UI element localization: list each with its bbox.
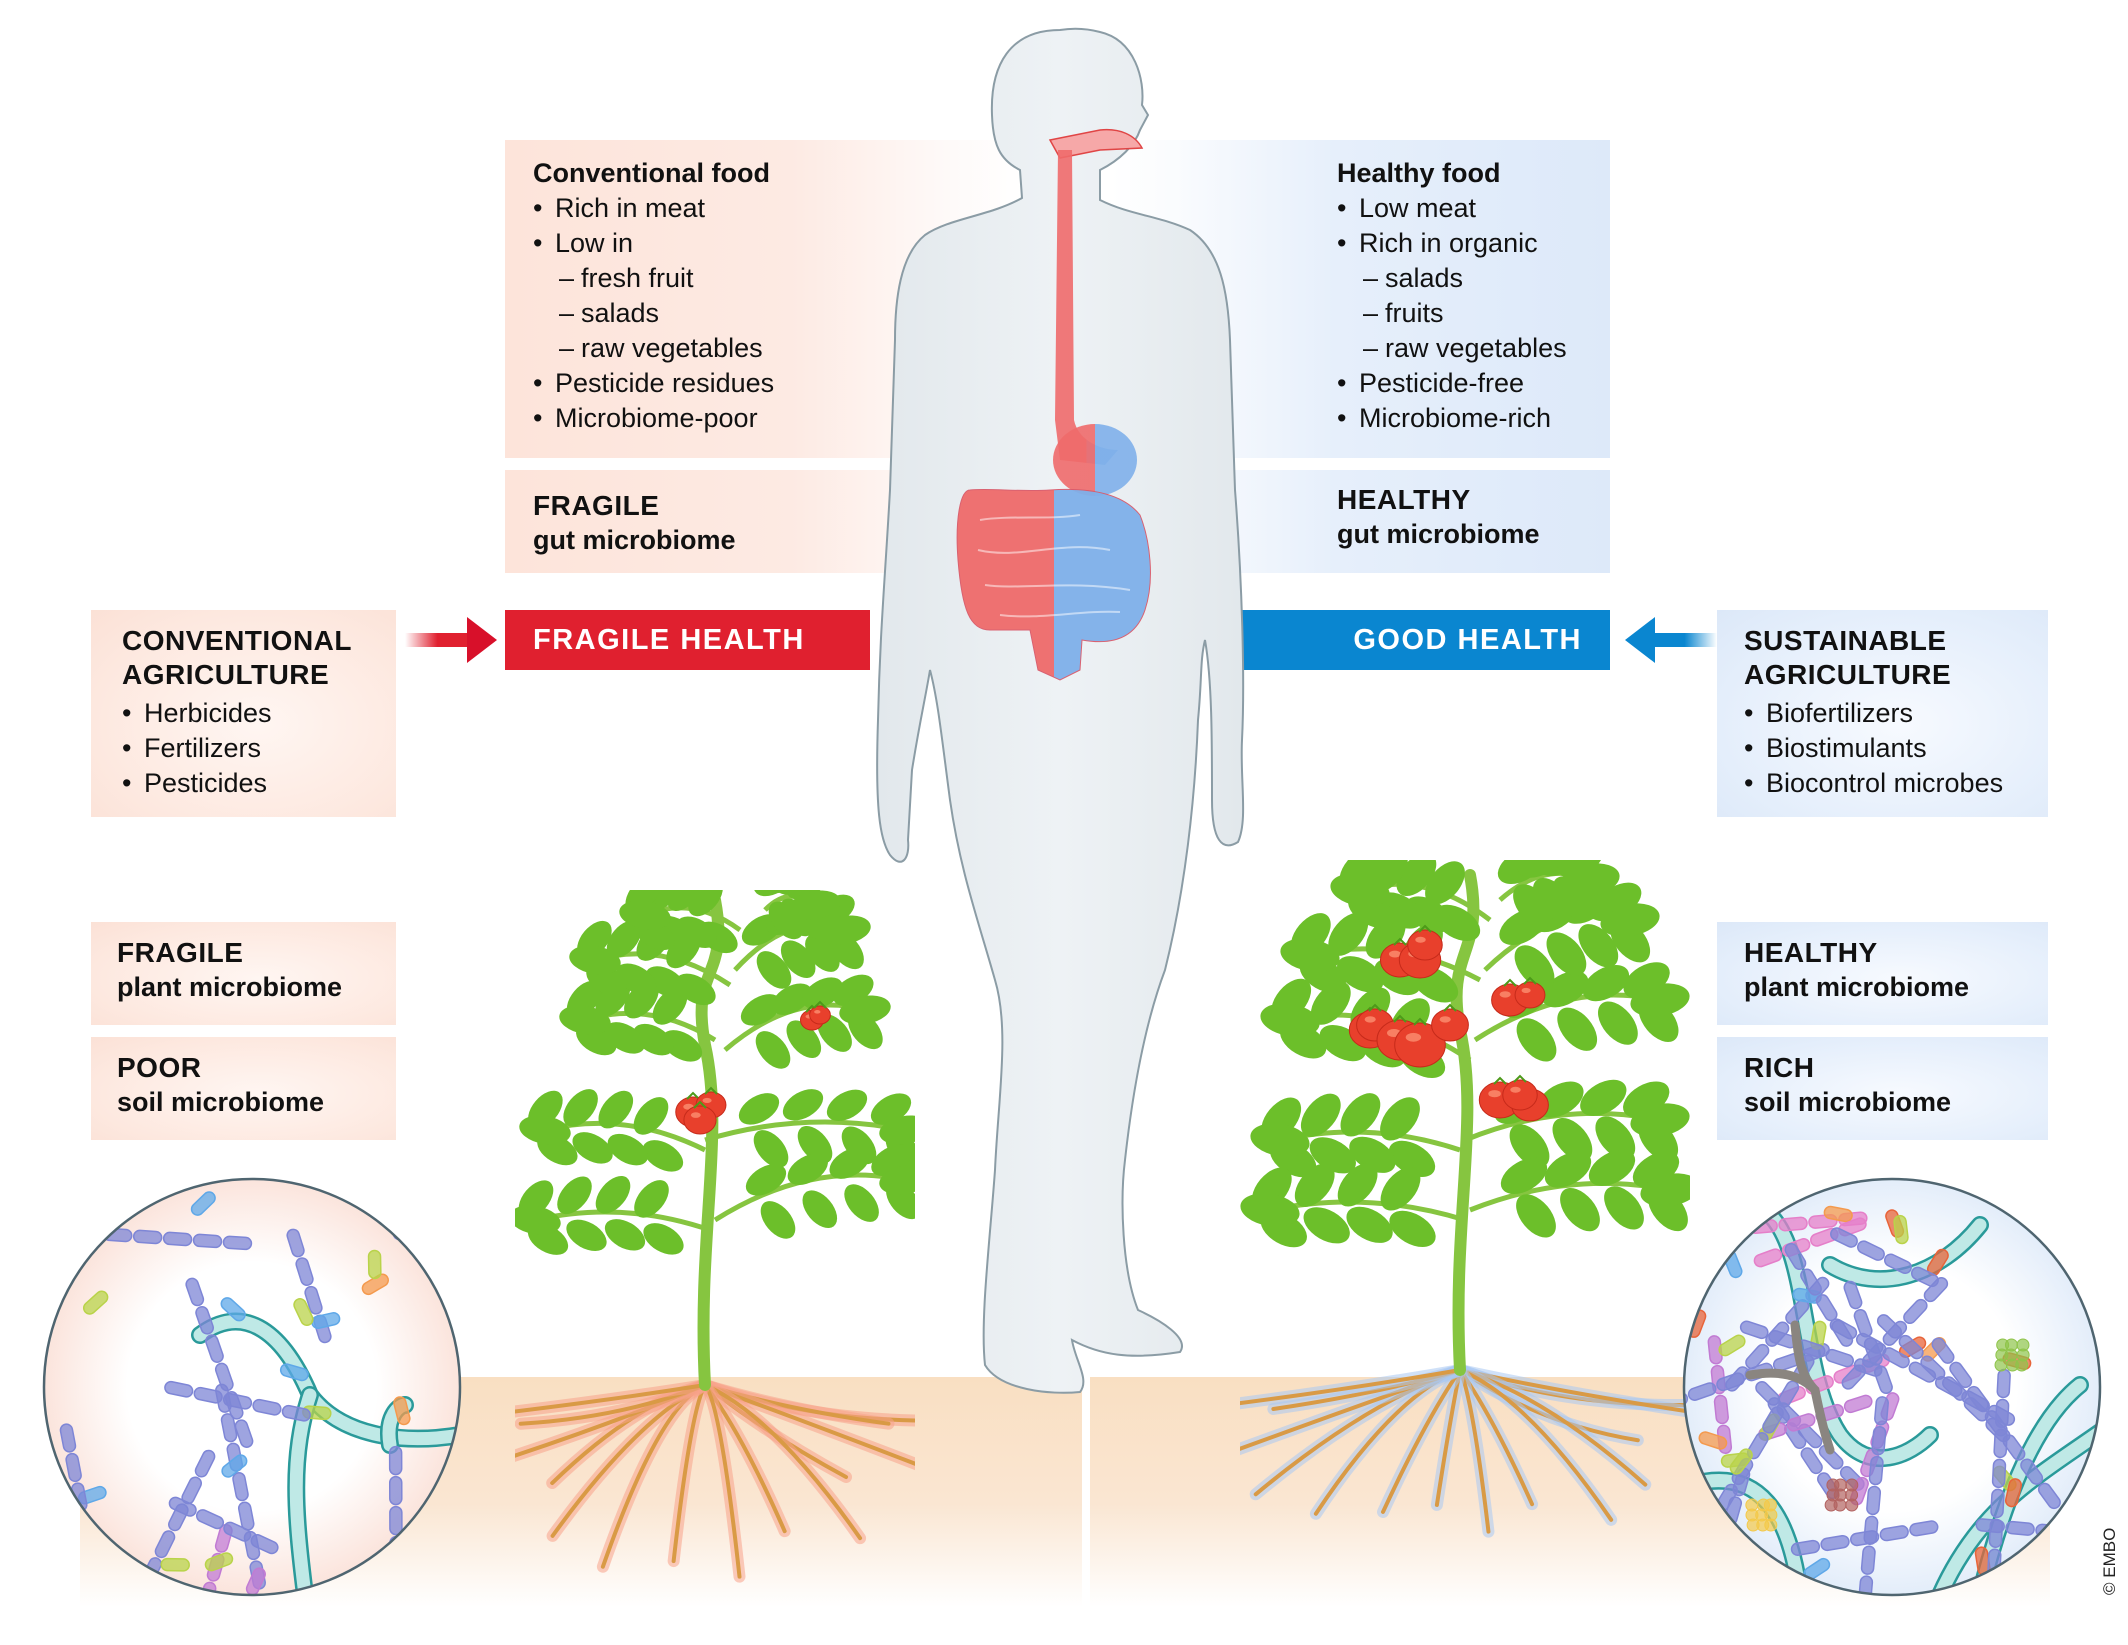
conventional-food-title: Conventional food <box>533 158 770 188</box>
rich-soil-title: RICH <box>1744 1052 1815 1083</box>
stomach <box>1053 424 1137 496</box>
rich-soil-microbe-circle <box>1682 1177 2102 1597</box>
fragile-plant-title: FRAGILE <box>117 937 244 968</box>
conventional-agriculture-box: CONVENTIONAL AGRICULTURE HerbicidesFerti… <box>91 610 396 817</box>
poor-soil-microbe-circle <box>42 1177 462 1597</box>
food-bullet-item: Microbiome-poor <box>533 401 1025 436</box>
sustainable-agriculture-box: SUSTAINABLE AGRICULTURE BiofertilizersBi… <box>1717 610 2048 817</box>
healthy-plant-subtitle: plant microbiome <box>1744 972 1970 1002</box>
stem <box>695 894 725 1391</box>
tomato-plant-conventional <box>515 890 915 1583</box>
good-health-banner: GOOD HEALTH <box>1237 610 1610 670</box>
poor-soil-subtitle: soil microbiome <box>117 1087 325 1117</box>
mouth-cavity <box>1048 128 1144 159</box>
human-figure-illustration <box>876 27 1245 1394</box>
arrow-right-icon <box>405 617 497 663</box>
healthy-plant-microbiome-box: HEALTHY plant microbiome <box>1717 922 2048 1025</box>
conventional-agriculture-title-1: CONVENTIONAL <box>122 625 352 656</box>
healthy-food-title: Healthy food <box>1337 158 1501 188</box>
agriculture-item: Pesticides <box>122 766 396 801</box>
food-bullet-item: Pesticide residues <box>533 366 1025 401</box>
esophagus <box>1055 150 1118 465</box>
fragile-gut-title: FRAGILE <box>533 490 660 521</box>
sustainable-agriculture-list: BiofertilizersBiostimulantsBiocontrol mi… <box>1744 696 2048 801</box>
fragile-health-banner: FRAGILE HEALTH <box>505 610 870 670</box>
body-silhouette <box>876 27 1245 1394</box>
food-sub-item: fruits <box>1337 296 1610 331</box>
agriculture-item: Biofertilizers <box>1744 696 2048 731</box>
agriculture-item: Biocontrol microbes <box>1744 766 2048 801</box>
poor-soil-microbiome-box: POOR soil microbiome <box>91 1037 396 1140</box>
agriculture-item: Biostimulants <box>1744 731 2048 766</box>
food-bullet-item: Rich in organic <box>1337 226 1610 261</box>
fragile-health-label: FRAGILE HEALTH <box>533 623 805 656</box>
roots <box>1240 1364 1690 1538</box>
healthy-gut-subtitle: gut microbiome <box>1337 519 1540 549</box>
poor-soil-title: POOR <box>117 1052 202 1083</box>
tomato-plant-sustainable <box>1240 860 1690 1538</box>
conventional-agriculture-title-2: AGRICULTURE <box>122 659 330 690</box>
fragile-plant-microbiome-box: FRAGILE plant microbiome <box>91 922 396 1025</box>
agriculture-item: Herbicides <box>122 696 396 731</box>
food-sub-item: raw vegetables <box>1337 331 1610 366</box>
sustainable-agriculture-title-2: AGRICULTURE <box>1744 659 1952 690</box>
food-bullet-item: Pesticide-free <box>1337 366 1610 401</box>
tomatoes <box>675 1000 831 1135</box>
food-bullet-item: Microbiome-rich <box>1337 401 1610 436</box>
healthy-gut-title: HEALTHY <box>1337 484 1471 515</box>
rich-soil-microbiome-box: RICH soil microbiome <box>1717 1037 2048 1140</box>
leaves <box>1240 860 1690 1248</box>
conventional-food-list: Rich in meatLow infresh fruitsaladsraw v… <box>533 191 1025 436</box>
food-bullet-item: Rich in meat <box>533 191 1025 226</box>
sustainable-agriculture-title-1: SUSTAINABLE <box>1744 625 1947 656</box>
leaves <box>515 890 915 1255</box>
conventional-agriculture-list: HerbicidesFertilizersPesticides <box>122 696 396 801</box>
tomatoes <box>1348 924 1549 1122</box>
roots <box>515 1379 915 1583</box>
food-sub-item: fresh fruit <box>533 261 1025 296</box>
copyright-credit: © EMBO <box>2100 1527 2119 1595</box>
food-sub-item: salads <box>1337 261 1610 296</box>
fragile-gut-subtitle: gut microbiome <box>533 525 736 555</box>
rich-soil-subtitle: soil microbiome <box>1744 1087 1952 1117</box>
agriculture-item: Fertilizers <box>122 731 396 766</box>
healthy-plant-title: HEALTHY <box>1744 937 1878 968</box>
food-sub-item: raw vegetables <box>533 331 1025 366</box>
food-sub-item: salads <box>533 296 1025 331</box>
healthy-food-list: Low meatRich in organicsaladsfruitsraw v… <box>1337 191 1610 436</box>
good-health-label: GOOD HEALTH <box>1353 623 1582 656</box>
food-bullet-item: Low in <box>533 226 1025 261</box>
arrow-left-icon <box>1625 617 1717 663</box>
fragile-plant-subtitle: plant microbiome <box>117 972 343 1002</box>
food-bullet-item: Low meat <box>1337 191 1610 226</box>
stem <box>1450 869 1480 1376</box>
